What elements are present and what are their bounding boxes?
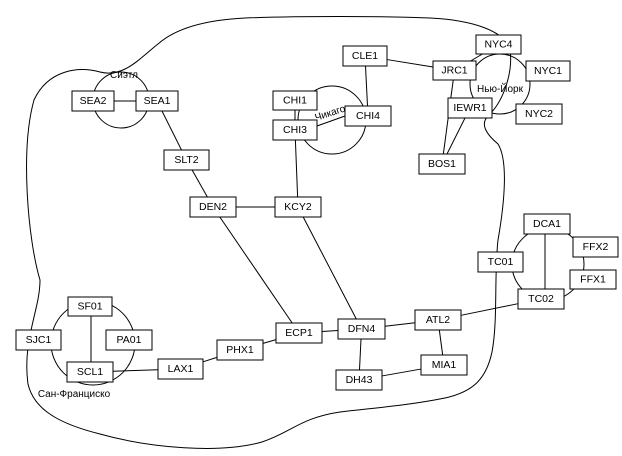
node-jrc1-label: JRC1 (441, 65, 467, 77)
node-phx1-label: PHX1 (226, 344, 254, 356)
node-sea1[interactable]: SEA1 (135, 90, 179, 112)
node-den2[interactable]: DEN2 (189, 196, 237, 218)
node-ffx1-label: FFX1 (580, 274, 606, 286)
link-den2-ecp1 (219, 216, 293, 324)
node-chi3-label: CHI3 (283, 124, 307, 136)
link-lax1-phx1 (202, 356, 218, 363)
node-sf01-label: SF01 (77, 301, 102, 313)
node-dh43-label: DH43 (346, 374, 373, 386)
link-phx1-ecp1 (262, 339, 277, 344)
node-jrc1[interactable]: JRC1 (432, 60, 477, 81)
link-cle1-jrc1 (386, 59, 434, 68)
node-nyc1-label: NYC1 (534, 65, 562, 77)
node-tc01[interactable]: TC01 (477, 251, 524, 273)
city-label-newyork: Нью-Йорк (477, 82, 524, 95)
city-label-chicago: Чикаго (314, 103, 348, 123)
link-kcy2-chi3 (294, 139, 299, 198)
node-tc01-label: TC01 (488, 256, 514, 268)
node-nyc2-label: NYC2 (525, 108, 553, 120)
city-label-sanfrancisco: Сан-Франциско (38, 389, 111, 400)
node-dca1-label: DCA1 (533, 218, 561, 230)
node-dfn4[interactable]: DFN4 (337, 318, 386, 340)
node-tc02[interactable]: TC02 (517, 288, 565, 310)
node-lax1[interactable]: LAX1 (157, 358, 204, 380)
node-slt2[interactable]: SLT2 (163, 149, 210, 171)
node-kcy2[interactable]: KCY2 (274, 196, 322, 218)
node-kcy2-label: KCY2 (284, 201, 312, 213)
node-cle1-label: CLE1 (352, 50, 378, 62)
node-atl2[interactable]: ATL2 (414, 309, 462, 331)
node-chi1-label: CHI1 (283, 95, 307, 107)
node-ffx2-label: FFX2 (583, 241, 609, 253)
node-sf01[interactable]: SF01 (67, 296, 113, 317)
node-nyc1[interactable]: NYC1 (525, 60, 571, 82)
node-chi3[interactable]: CHI3 (272, 119, 318, 141)
link-dfn4-atl2 (384, 322, 416, 327)
node-tc02-label: TC02 (528, 293, 554, 305)
node-slt2-label: SLT2 (174, 154, 198, 166)
node-dfn4-label: DFN4 (348, 323, 376, 335)
node-cle1[interactable]: CLE1 (342, 45, 388, 67)
link-iewr1-bos1 (446, 117, 466, 155)
node-scl1[interactable]: SCL1 (66, 361, 114, 383)
node-sea2[interactable]: SEA2 (71, 90, 115, 112)
node-chi4[interactable]: CHI4 (344, 105, 392, 127)
link-ecp1-dfn4 (321, 330, 339, 333)
node-atl2-label: ATL2 (426, 314, 450, 326)
node-mia1[interactable]: MIA1 (420, 354, 468, 376)
node-nyc2[interactable]: NYC2 (515, 103, 563, 125)
node-ffx1[interactable]: FFX1 (569, 269, 617, 290)
link-sea1-slt2 (161, 110, 182, 151)
node-dca1[interactable]: DCA1 (523, 213, 571, 235)
node-phx1[interactable]: PHX1 (216, 339, 264, 361)
node-chi1[interactable]: CHI1 (272, 90, 318, 111)
node-dh43[interactable]: DH43 (335, 369, 383, 391)
node-bos1[interactable]: BOS1 (418, 153, 466, 175)
link-kcy2-dfn4 (302, 216, 357, 320)
link-scl1-lax1 (112, 369, 159, 372)
node-ecp1[interactable]: ECP1 (275, 322, 323, 344)
link-dfn4-dh43 (358, 338, 362, 371)
node-bos1-label: BOS1 (428, 158, 456, 170)
link-atl2-mia1 (438, 329, 444, 356)
link-dh43-mia1 (381, 368, 422, 377)
node-nyc4-label: NYC4 (484, 39, 512, 51)
network-boundary-outline (26, 16, 512, 449)
node-sea2-label: SEA2 (80, 95, 107, 107)
node-pa01-label: PA01 (117, 334, 142, 346)
links-layer (112, 53, 519, 377)
link-jrc1-nyc4 (470, 53, 483, 62)
node-sea1-label: SEA1 (144, 95, 171, 107)
node-den2-label: DEN2 (199, 201, 227, 213)
node-iewr1-label: IEWR1 (453, 102, 486, 114)
link-chi3-chi4 (316, 115, 346, 127)
link-slt2-den2 (191, 169, 208, 198)
node-pa01[interactable]: PA01 (105, 329, 153, 351)
node-nyc4[interactable]: NYC4 (475, 34, 522, 55)
node-ecp1-label: ECP1 (285, 327, 313, 339)
node-chi4-label: CHI4 (356, 110, 380, 122)
node-iewr1[interactable]: IEWR1 (447, 97, 493, 119)
node-lax1-label: LAX1 (168, 363, 194, 375)
link-atl2-tc02 (460, 303, 519, 316)
node-mia1-label: MIA1 (432, 359, 457, 371)
node-sjc1[interactable]: SJC1 (15, 329, 62, 351)
node-sjc1-label: SJC1 (26, 334, 52, 346)
node-scl1-label: SCL1 (77, 366, 103, 378)
link-cle1-chi4 (365, 65, 368, 107)
city-label-seattle: Сиэтл (110, 70, 138, 81)
node-ffx2[interactable]: FFX2 (572, 236, 619, 258)
